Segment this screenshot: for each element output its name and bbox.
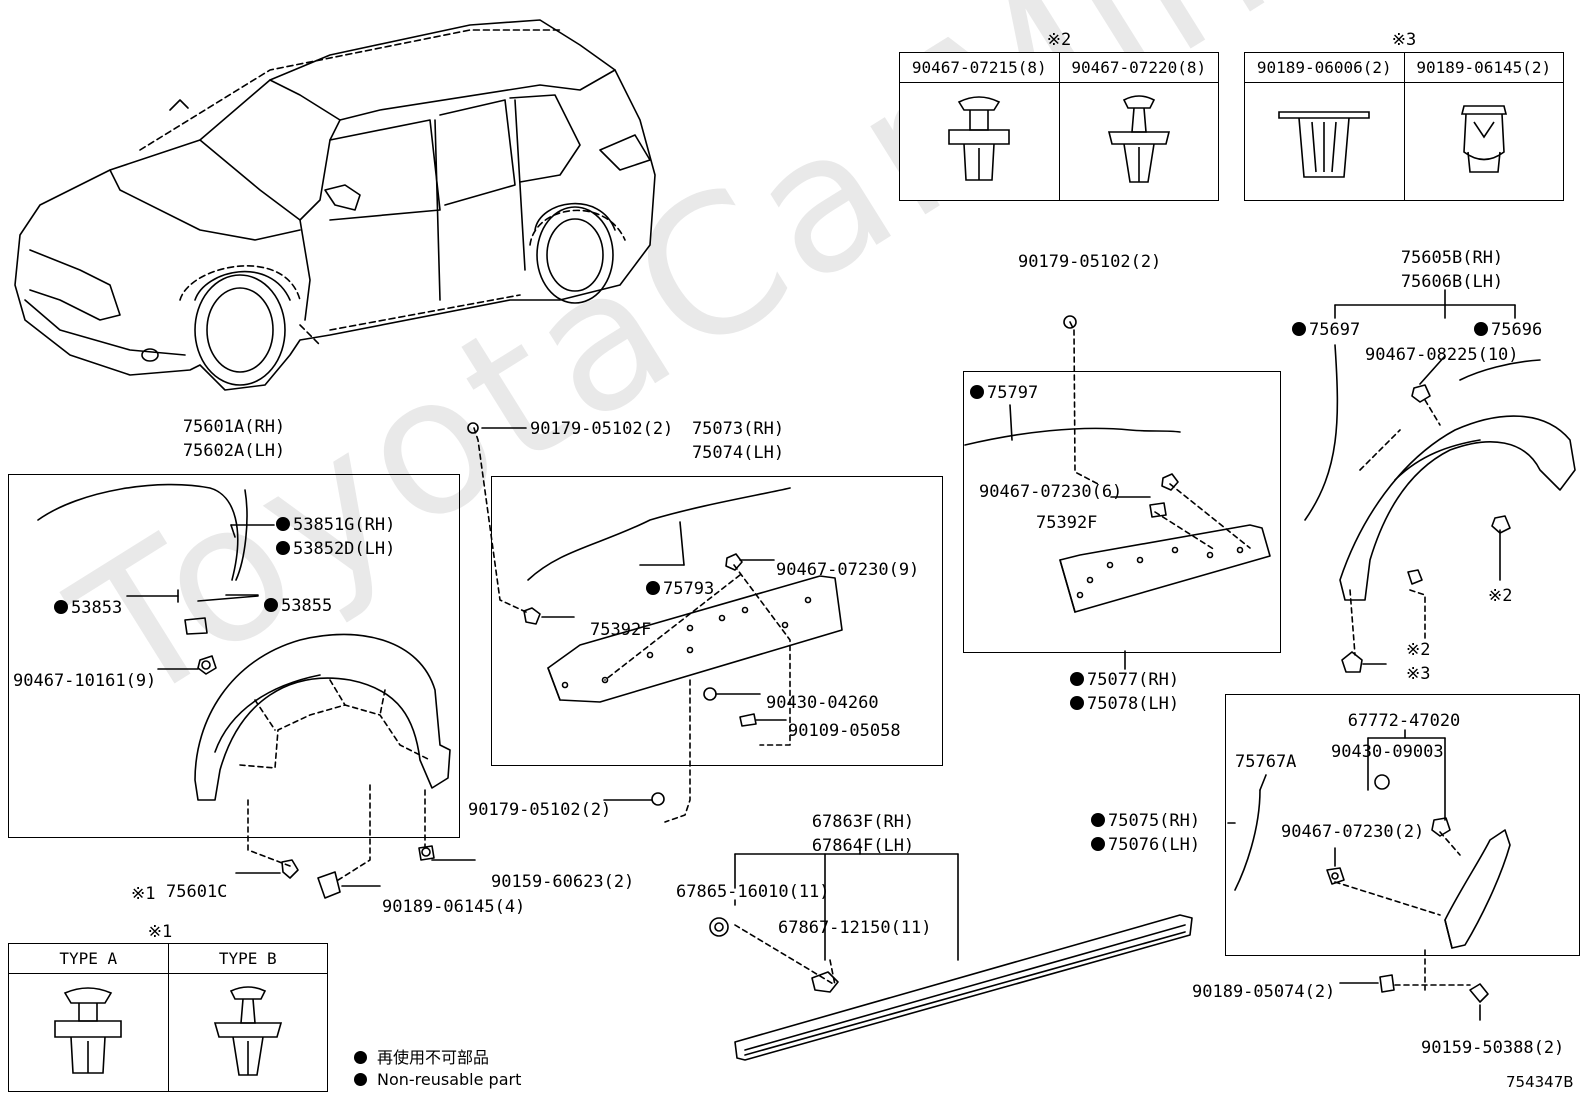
non-reusable-dot-icon	[1091, 837, 1105, 851]
non-reusable-dot-icon	[354, 1051, 367, 1064]
label-67867-12150: 67867-12150(11)	[778, 918, 932, 938]
label-90159-60623: 90159-60623(2)	[491, 872, 635, 892]
label-75602a: 75602A(LH)	[182, 441, 286, 461]
label-75767a: 75767A	[1235, 752, 1297, 772]
label-75606b: 75606B(LH)	[1400, 272, 1504, 292]
label-90430-09003: 90430-09003	[1331, 742, 1444, 762]
frame-rear-lower-moulding	[1225, 694, 1580, 956]
label-75074: 75074(LH)	[691, 443, 785, 463]
legend-non-reusable-jp: 再使用不可部品	[354, 1044, 489, 1068]
rear-fender-arch-art	[1304, 289, 1576, 673]
table-3-mark: ※3	[1391, 30, 1417, 50]
clip-image-90189-06145	[1403, 82, 1564, 201]
label-75392f-a: 75392F	[590, 620, 652, 640]
label-67772-47020: 67772-47020	[1347, 711, 1461, 731]
label-75605b: 75605B(RH)	[1400, 248, 1504, 268]
frame-rear-door-moulding	[963, 371, 1281, 653]
table-2-mark: ※2	[1046, 30, 1072, 50]
label-75601a: 75601A(RH)	[182, 417, 286, 437]
front-door-moulding-art	[467, 422, 843, 823]
clip-table-1-type-a: TYPE A	[8, 943, 169, 974]
clip-image-90189-06006	[1244, 82, 1405, 201]
non-reusable-dot-icon	[264, 598, 278, 612]
label-90179-05102-a: 90179-05102(2)	[530, 419, 674, 439]
non-reusable-dot-icon	[1474, 322, 1488, 336]
non-reusable-dot-icon	[1292, 322, 1306, 336]
vehicle-illustration	[14, 19, 656, 391]
label-90159-50388: 90159-50388(2)	[1421, 1038, 1565, 1058]
label-75078: 75078(LH)	[1070, 694, 1179, 714]
front-fender-arch-art	[37, 483, 476, 887]
clip-image-type-b	[167, 973, 328, 1092]
clip-image-90467-07220	[1058, 82, 1219, 201]
label-90467-07230-c: 90467-07230(2)	[1281, 822, 1425, 842]
label-mark-3: ※3	[1406, 664, 1431, 684]
non-reusable-dot-icon	[54, 600, 68, 614]
non-reusable-dot-icon	[1070, 696, 1084, 710]
rear-lower-moulding-art	[1227, 729, 1511, 1021]
non-reusable-dot-icon	[1091, 813, 1105, 827]
clip-table-1: TYPE A TYPE B	[8, 943, 328, 1092]
label-mark-2b: ※2	[1406, 640, 1431, 660]
label-75076: 75076(LH)	[1091, 835, 1200, 855]
clip-table-3: 90189-06006(2) 90189-06145(2)	[1244, 52, 1564, 201]
non-reusable-dot-icon	[354, 1073, 367, 1086]
label-90109-05058: 90109-05058	[788, 721, 901, 741]
label-90467-08225: 90467-08225(10)	[1365, 345, 1519, 365]
label-75601c: 75601C	[166, 882, 228, 902]
label-53855: 53855	[264, 596, 332, 616]
clip-table-2-col1: 90467-07215(8)	[899, 52, 1060, 83]
table-1-mark: ※1	[147, 922, 173, 942]
label-67864f: 67864F(LH)	[811, 836, 915, 856]
label-90467-07230-b: 90467-07230(6)	[979, 482, 1123, 502]
label-90179-05102-c: 90179-05102(2)	[1018, 252, 1162, 272]
clip-image-90467-07215	[899, 82, 1060, 201]
label-75075: 75075(RH)	[1091, 811, 1200, 831]
label-75073: 75073(RH)	[691, 419, 785, 439]
label-mark-2a: ※2	[1488, 586, 1513, 606]
label-90430-04260: 90430-04260	[766, 693, 879, 713]
non-reusable-dot-icon	[276, 541, 290, 555]
non-reusable-dot-icon	[1070, 672, 1084, 686]
non-reusable-dot-icon	[646, 581, 660, 595]
label-67865-16010: 67865-16010(11)	[676, 882, 830, 902]
clip-table-3-col2: 90189-06145(2)	[1403, 52, 1564, 83]
label-90467-10161: 90467-10161(9)	[13, 671, 157, 691]
label-75793: 75793	[646, 579, 714, 599]
label-75392f-b: 75392F	[1036, 513, 1098, 533]
frame-front-door-moulding	[491, 476, 943, 766]
label-75697: 75697	[1292, 320, 1360, 340]
rocker-panel-art	[709, 844, 1193, 1061]
non-reusable-dot-icon	[276, 517, 290, 531]
left-fasteners-art	[197, 655, 435, 899]
label-90189-05074: 90189-05074(2)	[1192, 982, 1336, 1002]
diagram-ref-code: 754347B	[1506, 1073, 1574, 1091]
label-53853: 53853	[54, 598, 122, 618]
legend-non-reusable-en: Non-reusable part	[354, 1070, 521, 1089]
label-53851g: 53851G(RH)	[276, 515, 395, 535]
clip-image-type-a	[8, 973, 169, 1092]
label-90179-05102-b: 90179-05102(2)	[468, 800, 612, 820]
label-90467-07230-a: 90467-07230(9)	[776, 560, 920, 580]
clip-table-2-col2: 90467-07220(8)	[1058, 52, 1219, 83]
label-67863f: 67863F(RH)	[811, 812, 915, 832]
label-75696: 75696	[1474, 320, 1542, 340]
non-reusable-dot-icon	[970, 385, 984, 399]
label-mark-1: ※1	[131, 884, 156, 904]
clip-table-3-col1: 90189-06006(2)	[1244, 52, 1405, 83]
frame-front-fender	[8, 474, 460, 838]
label-53852d: 53852D(LH)	[276, 539, 395, 559]
clip-table-1-type-b: TYPE B	[167, 943, 328, 974]
label-90189-06145: 90189-06145(4)	[382, 897, 526, 917]
rear-door-moulding-art	[964, 315, 1271, 670]
clip-table-2: 90467-07215(8) 90467-07220(8)	[899, 52, 1219, 201]
label-75077: 75077(RH)	[1070, 670, 1179, 690]
label-75797: 75797	[970, 383, 1038, 403]
